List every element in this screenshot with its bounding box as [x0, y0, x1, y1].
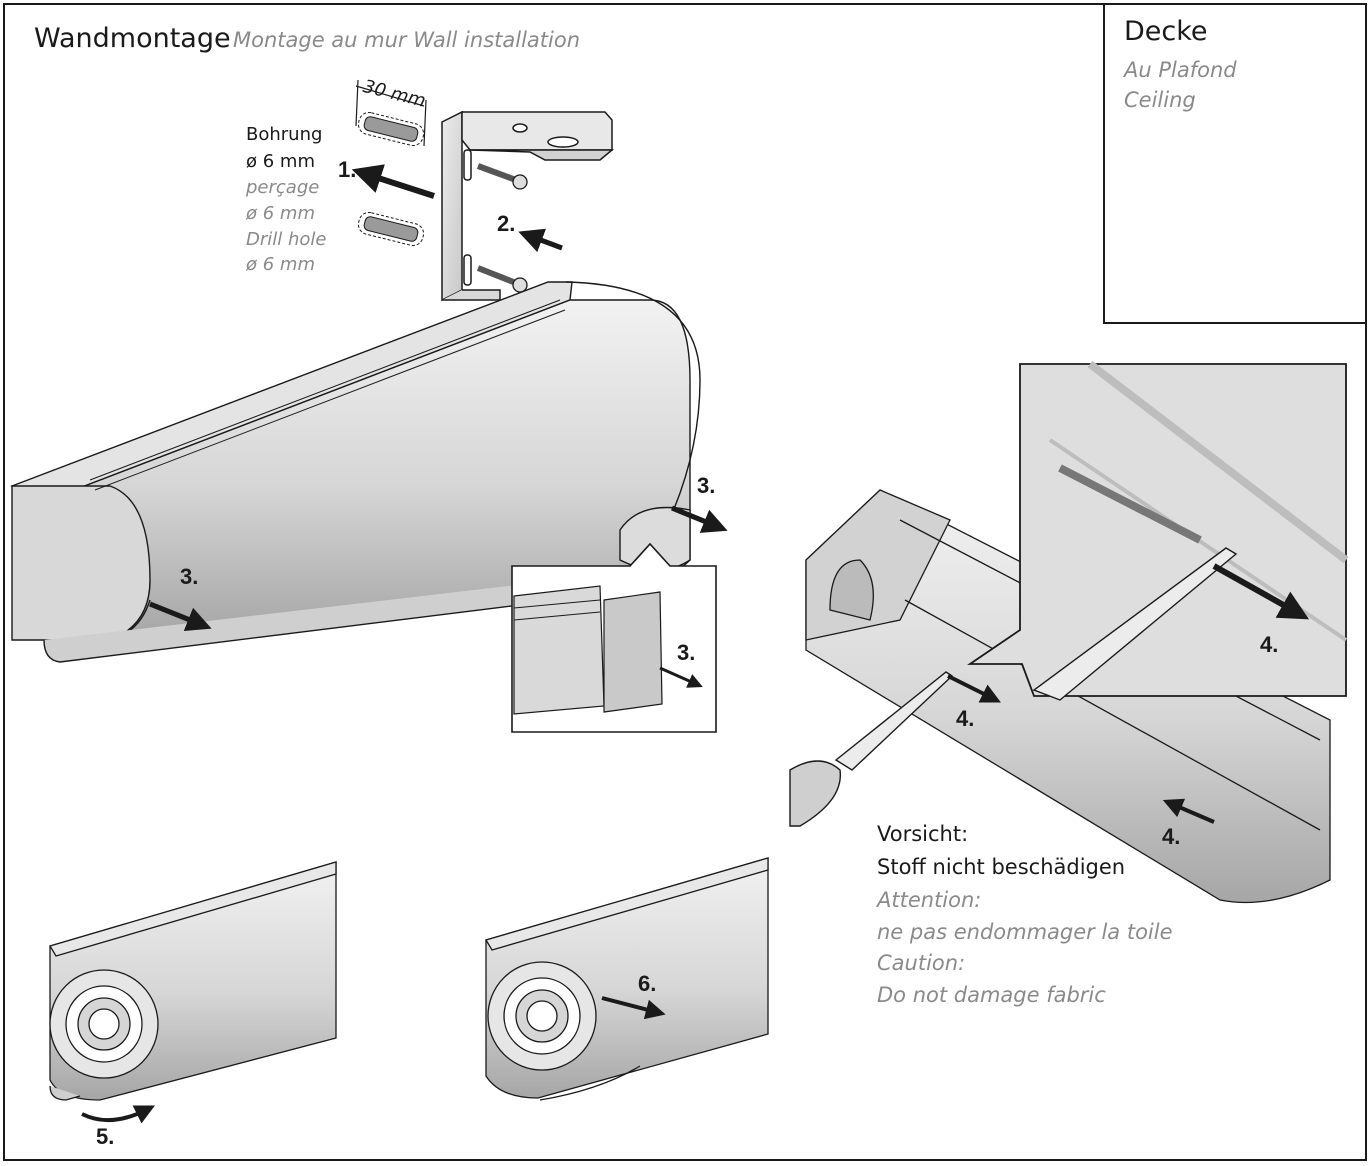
- arrow-step-4-zoom: [1212, 563, 1310, 620]
- drill-label-en: Drill hole: [246, 229, 327, 250]
- wall-dowel-lower: [357, 211, 425, 247]
- wall-bracket: [441, 110, 615, 302]
- drill-label-fr: perçage: [246, 177, 320, 198]
- screw-upper: [476, 163, 528, 190]
- wall-dowel-upper: [357, 111, 425, 147]
- step-2-label: 2.: [497, 211, 516, 236]
- step-1-label: 1.: [338, 157, 357, 182]
- caution-text-de: Stoff nicht beschädigen: [877, 855, 1126, 879]
- step-4-label-lower: 4.: [956, 706, 975, 731]
- zoom-detail-box: [967, 360, 1349, 697]
- step-3-label-right: 3.: [697, 473, 716, 498]
- screwdriver-zoom: [1032, 547, 1238, 701]
- ceiling-line-en: Ceiling: [1124, 88, 1196, 112]
- step-6-label: 6.: [638, 971, 657, 996]
- roller-step-6: [485, 857, 769, 1101]
- step-4-label-zoom: 4.: [1260, 632, 1279, 657]
- step-5-label: 5.: [96, 1124, 115, 1149]
- cassette-assembled: [10, 281, 701, 663]
- arrow-step-3-detail: [659, 666, 703, 688]
- arrow-step-3-left: [149, 601, 212, 631]
- arrow-step-4-lower: [947, 674, 1001, 703]
- ceiling-line-fr: Au Plafond: [1124, 58, 1237, 82]
- step-3-label-left: 3.: [180, 564, 199, 589]
- caution-text-en: Do not damage fabric: [877, 983, 1106, 1007]
- arrow-step-1: [351, 164, 435, 199]
- ceiling-panel: [1103, 3, 1367, 324]
- arrow-step-3-right: [671, 505, 728, 533]
- arrow-step-4-right: [1162, 798, 1215, 824]
- drill-size-fr: ø 6 mm: [246, 203, 315, 224]
- page-title: Wandmontage: [34, 23, 231, 54]
- dimension-30mm: [355, 79, 427, 147]
- caution-text-fr: ne pas endommager la toile: [877, 920, 1173, 944]
- arrow-step-2: [518, 228, 563, 253]
- arrow-step-6: [601, 996, 666, 1020]
- caution-title-de: Vorsicht:: [877, 822, 969, 846]
- step-3-label-detail: 3.: [677, 640, 696, 665]
- drill-size-en: ø 6 mm: [246, 254, 315, 275]
- screwdriver: [789, 671, 954, 827]
- page-subtitle: Montage au mur Wall installation: [233, 28, 581, 52]
- arrow-step-5: [81, 1105, 155, 1124]
- roller-step-5: [49, 861, 337, 1101]
- caution-title-en: Caution:: [877, 951, 966, 975]
- page-frame: [3, 3, 1367, 1161]
- screw-lower: [476, 265, 528, 293]
- ceiling-title: Decke: [1124, 16, 1208, 47]
- step-4-label-right: 4.: [1162, 824, 1181, 849]
- drill-size-de: ø 6 mm: [246, 151, 315, 172]
- drill-label-de: Bohrung: [246, 124, 323, 145]
- detail-endcap-box: [511, 542, 717, 733]
- caution-title-fr: Attention:: [877, 888, 982, 912]
